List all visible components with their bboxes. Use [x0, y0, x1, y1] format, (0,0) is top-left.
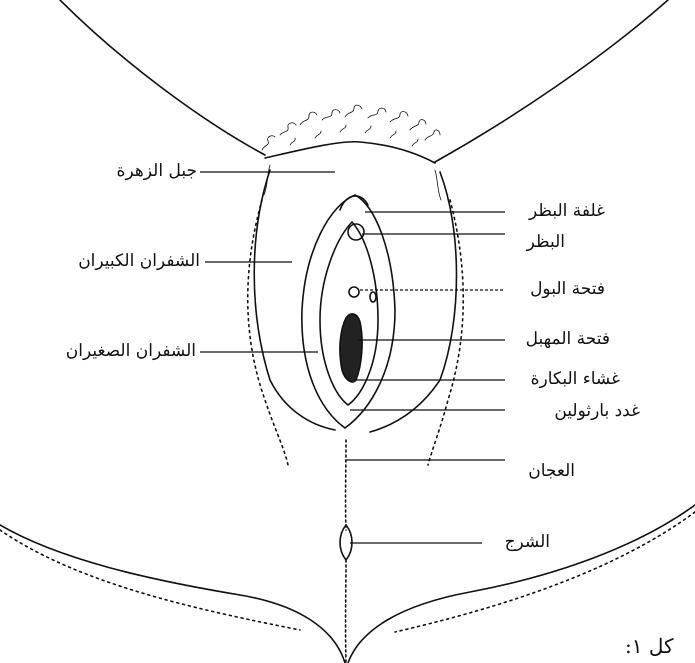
left-thigh-outline [60, 0, 265, 155]
figure-caption: كل ١: [625, 636, 695, 656]
left-buttock-outline [0, 525, 345, 663]
label-labia-minora: الشفران الصغيران [38, 343, 196, 360]
label-perineum: العجان [510, 463, 575, 480]
mons-outline [265, 142, 435, 163]
label-vaginal-opening: فتحة المهبل [510, 331, 610, 348]
urethral-opening-shape [349, 287, 359, 297]
label-bartholin-glands: غدد بارثولين [515, 403, 640, 420]
label-anus: الشرج [490, 534, 550, 551]
label-labia-majora: الشفران الكبيران [60, 253, 200, 270]
label-urethral-opening: فتحة البول [510, 281, 605, 298]
clitoral-hood-shape [340, 196, 368, 210]
labia-majora-outline-right [370, 172, 457, 432]
labia-majora-dotted-right [428, 200, 463, 465]
vaginal-opening-shape [340, 314, 362, 382]
label-clitoris: البظر [510, 234, 565, 251]
label-clitoral-hood: غلفة البظر [510, 203, 605, 220]
label-hymen: غشاء البكارة [510, 371, 620, 388]
labia-majora-dotted-left [248, 200, 288, 465]
label-mons: جبل الزهرة [92, 163, 197, 180]
labia-majora-outline [254, 170, 335, 430]
right-thigh-outline [435, 0, 668, 162]
